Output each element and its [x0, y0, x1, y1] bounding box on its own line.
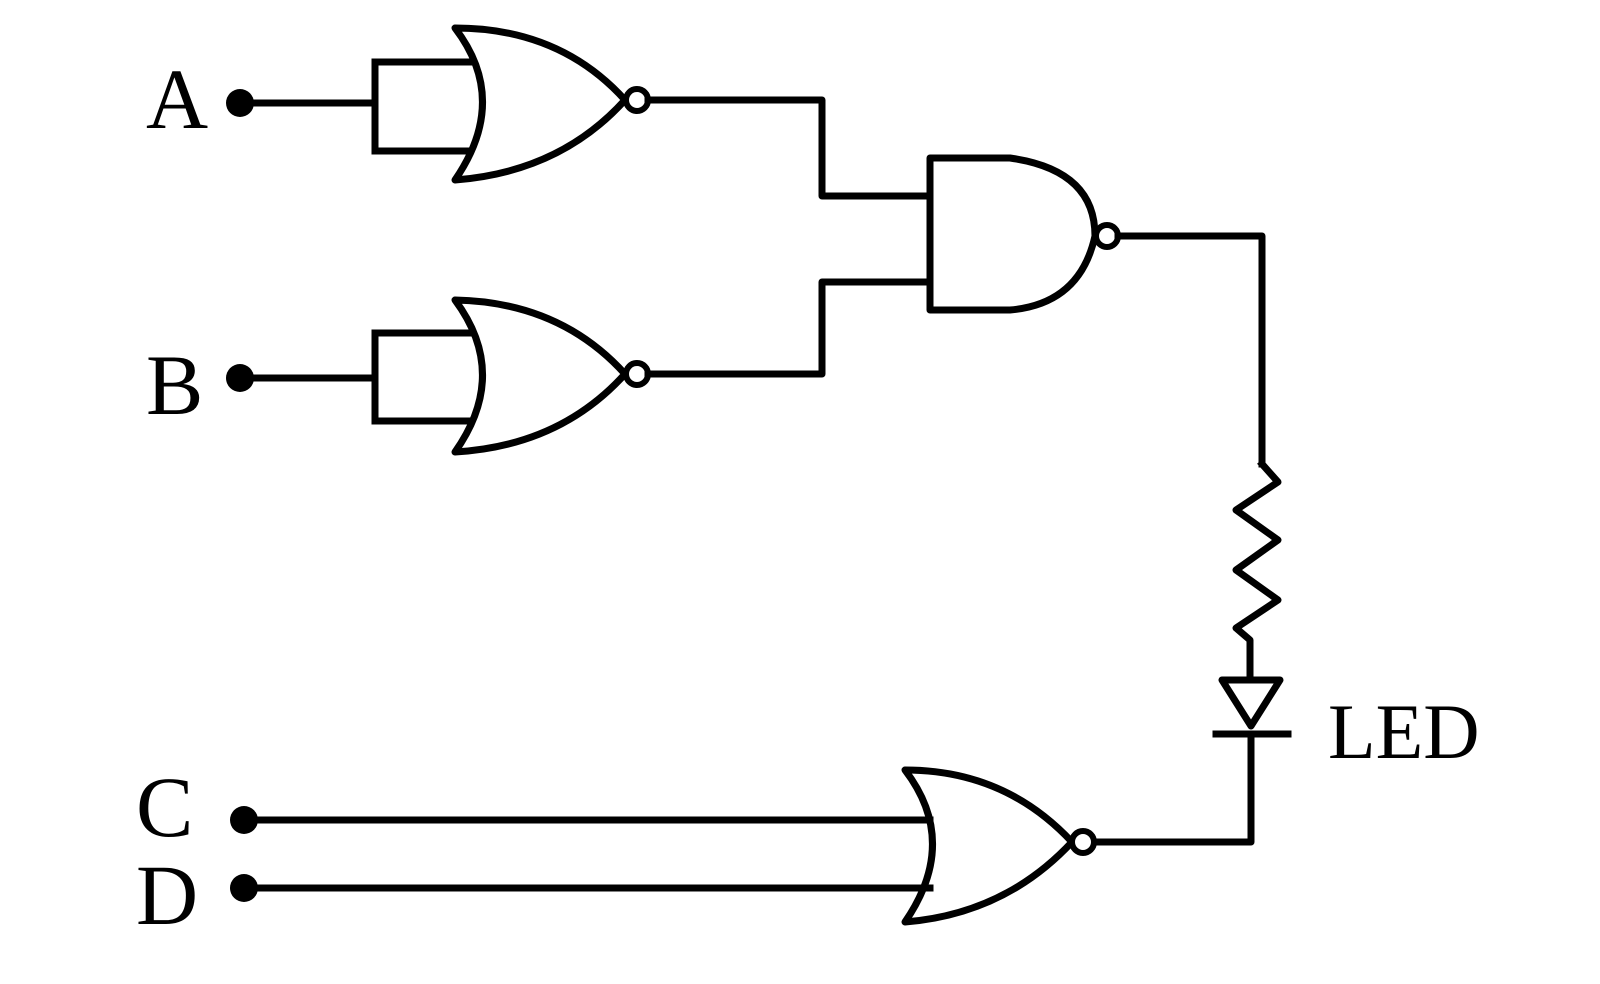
- wire-led-to-gate4: [1090, 730, 1255, 846]
- gate4-output-bubble: [1069, 828, 1097, 856]
- nor-gate-4: [240, 766, 1097, 926]
- wire-gate1-to-nand: [644, 96, 934, 200]
- gate4-body: [901, 766, 1076, 926]
- input-c-label: C: [136, 759, 193, 855]
- nand-gate: [926, 154, 1121, 314]
- led-triangle: [1218, 676, 1284, 730]
- resistor: [1232, 459, 1282, 682]
- nor-gate-1: [236, 24, 651, 184]
- led-label: LED: [1328, 688, 1480, 775]
- nand-body: [926, 154, 1099, 314]
- wire-gate2-to-nand: [644, 278, 934, 378]
- gate1-body: [451, 24, 629, 184]
- input-a-label: A: [146, 51, 208, 147]
- input-b-label: B: [146, 337, 203, 433]
- gate2-tied-inputs: [371, 329, 474, 425]
- wire-nand-to-resistor: [1114, 232, 1266, 468]
- input-d-label: D: [136, 847, 198, 943]
- led-diode: [1090, 676, 1292, 846]
- nor-gate-2: [236, 296, 651, 456]
- gate1-tied-inputs: [371, 58, 474, 155]
- gate2-body: [451, 296, 629, 456]
